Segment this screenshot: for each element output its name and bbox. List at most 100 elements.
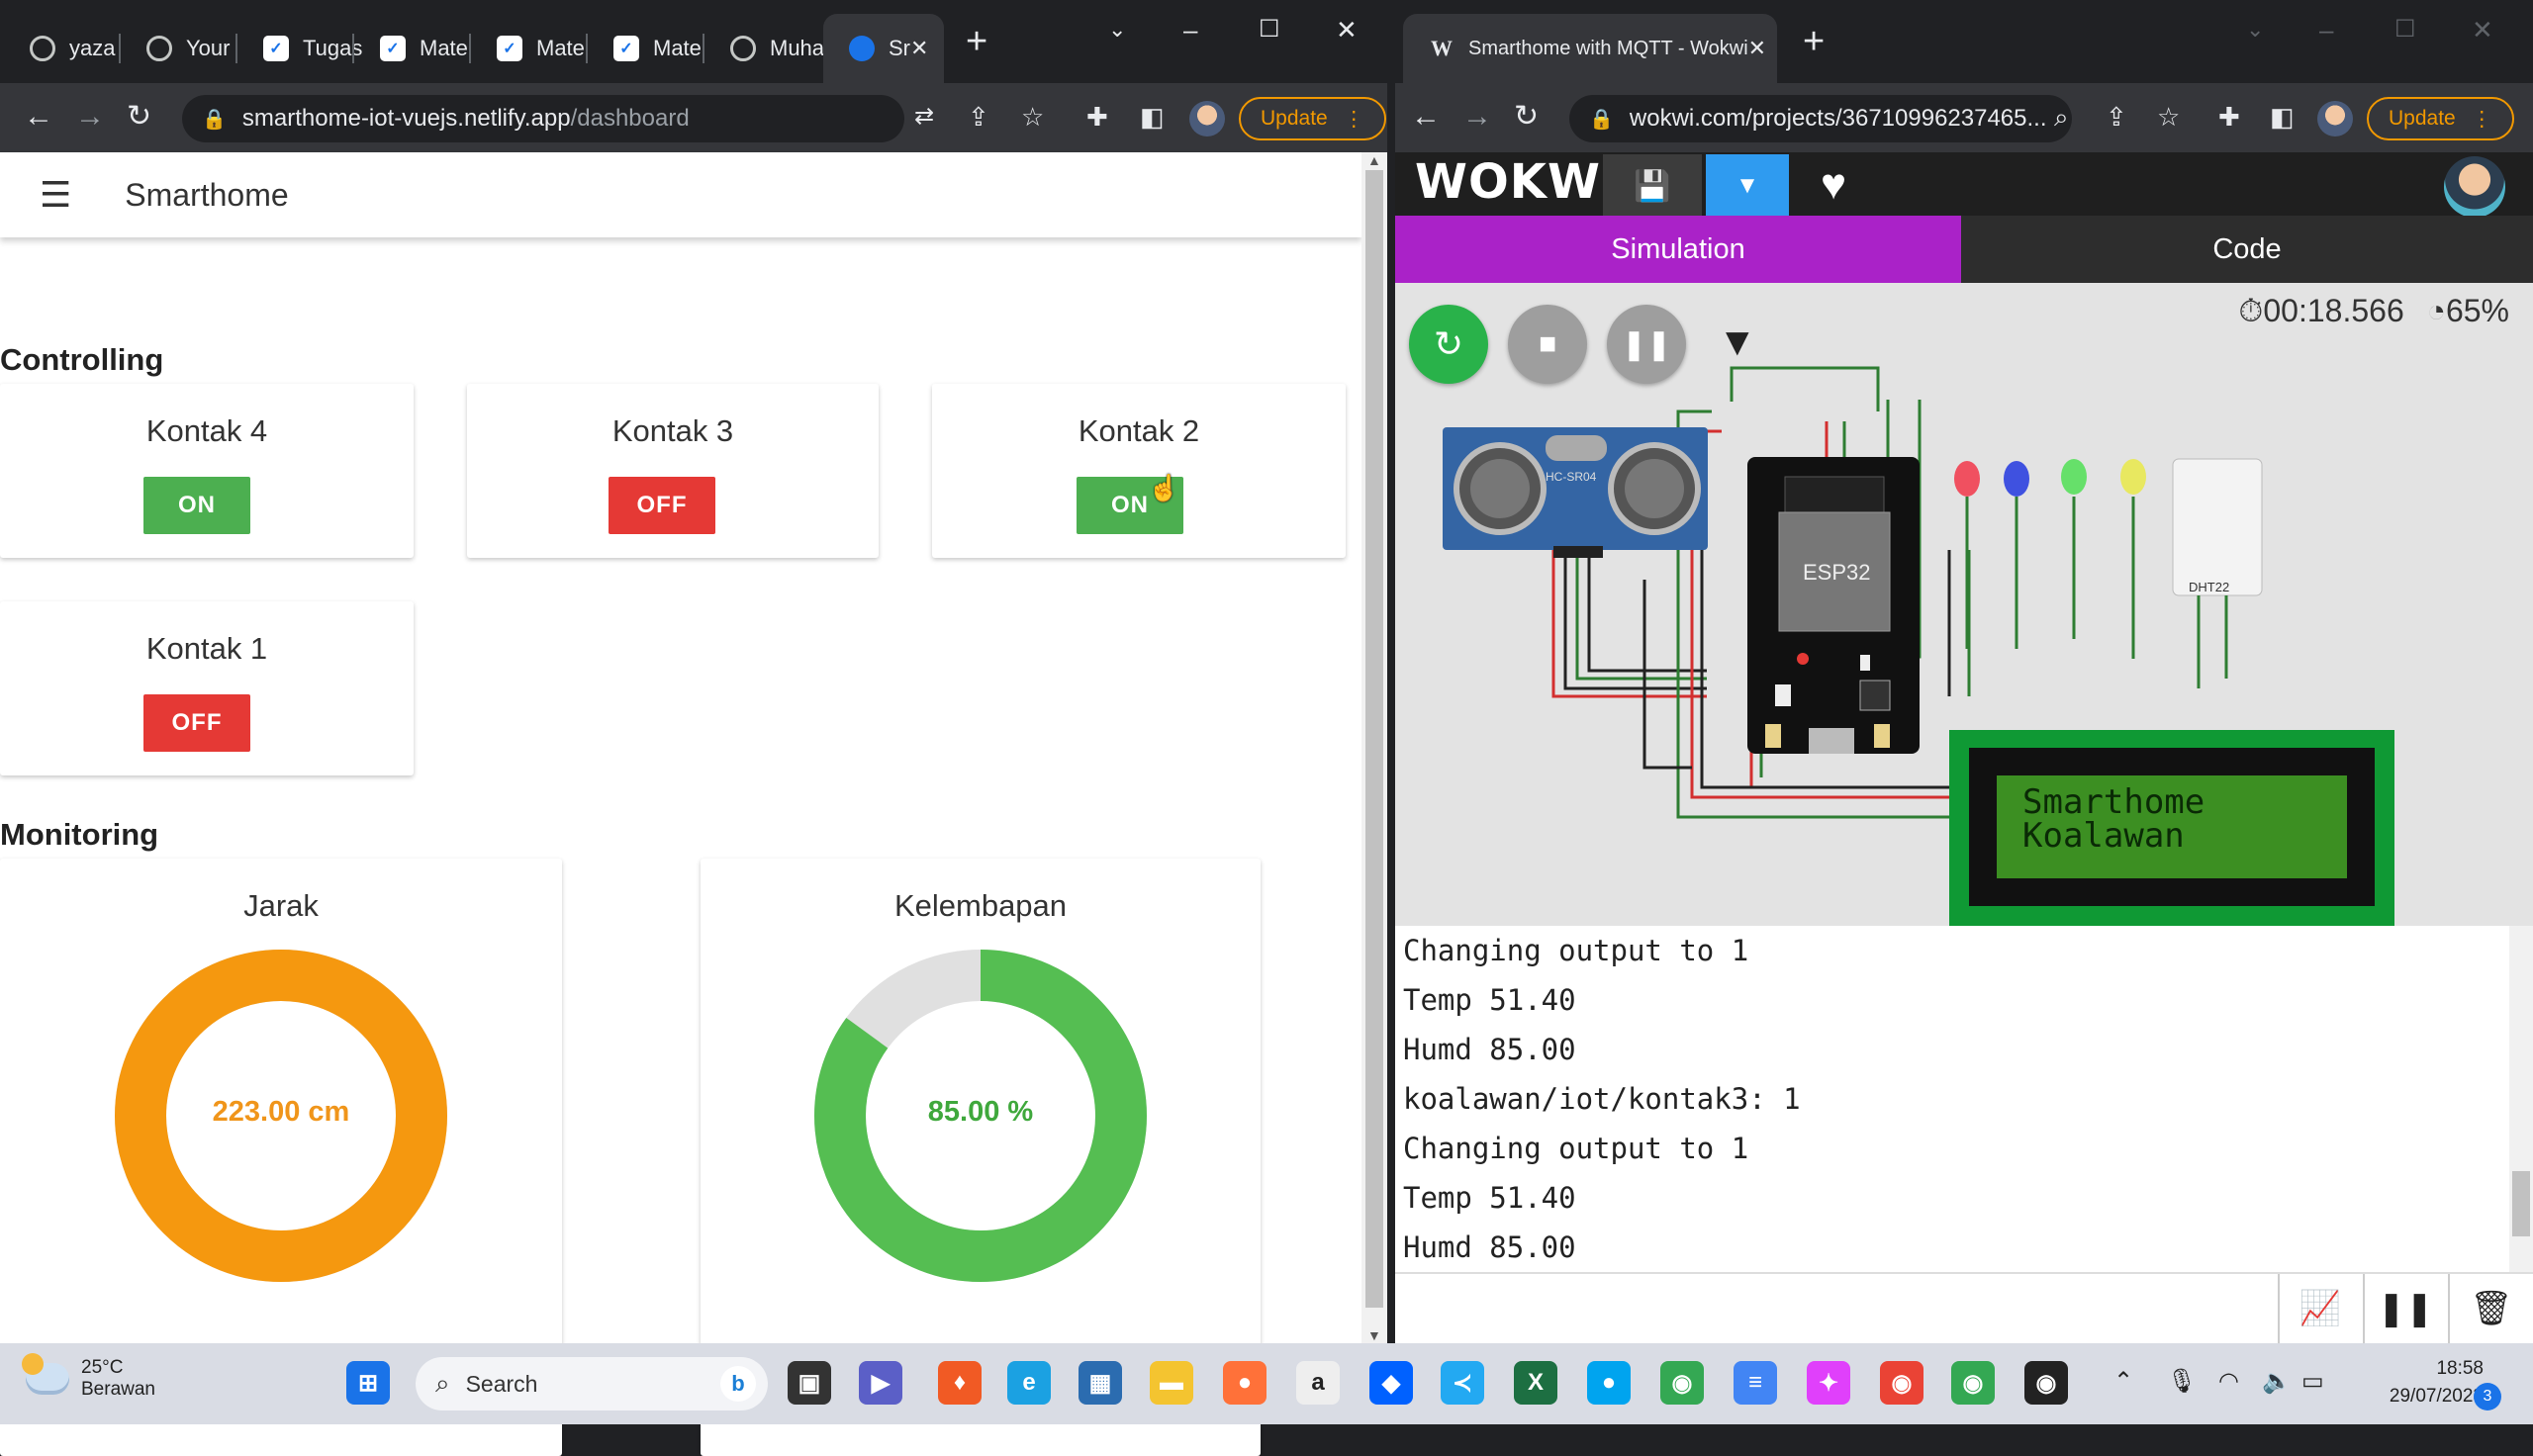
user-avatar[interactable] <box>2444 156 2505 218</box>
update-button[interactable]: Update⋮ <box>1239 97 1386 140</box>
profile-avatar[interactable] <box>1189 101 1225 136</box>
vscode-icon[interactable]: ≺ <box>1441 1361 1484 1405</box>
chrome-icon[interactable]: ◉ <box>1660 1361 1704 1405</box>
red-led[interactable] <box>1954 461 1980 497</box>
dht22-sensor[interactable] <box>2172 458 2263 596</box>
share-icon[interactable]: ⇪ <box>968 102 989 132</box>
stop-button[interactable]: ■ <box>1508 305 1587 384</box>
scroll-thumb[interactable] <box>1365 170 1383 1308</box>
brave-icon[interactable]: ♦ <box>938 1361 982 1405</box>
firefox-icon[interactable]: ● <box>1223 1361 1266 1405</box>
pause-console-button[interactable]: ❚❚ <box>2363 1274 2446 1343</box>
browser-tab[interactable]: Muha <box>704 14 824 83</box>
pause-button[interactable]: ❚❚ <box>1607 305 1686 384</box>
scroll-down-icon[interactable]: ▼ <box>1367 1327 1381 1343</box>
close-tab-icon[interactable]: ✕ <box>910 36 929 60</box>
plotter-button[interactable]: 📈 <box>2278 1274 2361 1343</box>
tray-overflow-icon[interactable]: ⌃ <box>2113 1368 2134 1395</box>
tab-search-icon[interactable]: ⌄ <box>1108 17 1127 42</box>
microphone-icon[interactable]: 🎙 <box>2167 1368 2198 1395</box>
app-icon[interactable]: ● <box>1587 1361 1631 1405</box>
yellow-led[interactable] <box>2120 459 2146 495</box>
clear-console-button[interactable]: 🗑 <box>2448 1274 2533 1343</box>
side-panel-icon[interactable]: ◧ <box>2270 102 2295 132</box>
green-led[interactable] <box>2061 459 2087 495</box>
tab-simulation[interactable]: Simulation <box>1395 216 1961 283</box>
extensions-icon[interactable]: ✚ <box>1086 102 1108 132</box>
reload-icon[interactable]: ↻ <box>1514 100 1540 133</box>
wifi-tray-icon[interactable]: ◠ <box>2218 1368 2239 1395</box>
save-dropdown-button[interactable]: ▼ <box>1706 154 1789 218</box>
volume-icon[interactable]: 🔈 <box>2262 1368 2292 1395</box>
bookmark-star-icon[interactable]: ☆ <box>2157 102 2181 132</box>
close-window-button[interactable]: ✕ <box>2472 15 2493 45</box>
notepad-icon[interactable]: ≡ <box>1734 1361 1777 1405</box>
edge-icon[interactable]: e <box>1007 1361 1051 1405</box>
teams-chat-icon[interactable]: ▶ <box>859 1361 902 1405</box>
browser-tab[interactable]: ✓Tugas <box>237 14 362 83</box>
toggle-button-kontak-4[interactable]: ON <box>143 477 250 534</box>
share-icon[interactable]: ⇪ <box>2106 102 2127 132</box>
maximize-button[interactable]: ☐ <box>2394 16 2416 43</box>
start-windows-icon[interactable]: ⊞ <box>346 1361 390 1405</box>
maximize-button[interactable]: ☐ <box>1259 16 1280 43</box>
zoom-icon[interactable]: ⌕ <box>2054 102 2069 132</box>
extensions-icon[interactable]: ✚ <box>2218 102 2240 132</box>
back-icon[interactable]: ← <box>24 100 53 133</box>
store-icon[interactable]: ▦ <box>1079 1361 1122 1405</box>
translate-icon[interactable]: ⇄ <box>914 103 935 130</box>
back-icon[interactable]: ← <box>1411 100 1441 133</box>
excel-icon[interactable]: X <box>1514 1361 1557 1405</box>
profile-avatar[interactable] <box>2317 101 2353 136</box>
serial-input[interactable] <box>1395 1274 2278 1343</box>
wokwi-logo[interactable]: WOKWi <box>1415 154 1619 210</box>
save-button[interactable]: 💾 <box>1603 154 1702 218</box>
reload-icon[interactable]: ↻ <box>127 100 152 133</box>
browser-tab[interactable]: ✓Mate <box>354 14 471 83</box>
page-scrollbar[interactable]: ▲ ▼ <box>1361 152 1387 1343</box>
chrome-profile-icon[interactable]: ◉ <box>1880 1361 1923 1405</box>
console-scrollbar[interactable] <box>2509 926 2533 1272</box>
blue-led[interactable] <box>2004 461 2029 497</box>
close-window-button[interactable]: ✕ <box>1336 15 1358 45</box>
forward-icon[interactable]: → <box>75 100 105 133</box>
toggle-button-kontak-3[interactable]: OFF <box>609 477 715 534</box>
app-icon[interactable]: ◉ <box>2024 1361 2068 1405</box>
address-bar[interactable]: 🔒 smarthome-iot-vuejs.netlify.app/dashbo… <box>182 95 904 142</box>
scroll-up-icon[interactable]: ▲ <box>1367 152 1381 168</box>
weather-widget[interactable]: 25°C Berawan <box>22 1353 155 1401</box>
minimize-button[interactable]: – <box>2319 15 2334 45</box>
browser-tab-active[interactable]: Sr✕ <box>823 14 944 83</box>
address-bar[interactable]: 🔒 wokwi.com/projects/36710996237465... <box>1569 95 2072 142</box>
taskbar-clock[interactable]: 18:58 29/07/2023 <box>2345 1355 2484 1410</box>
file-explorer-icon[interactable]: ▬ <box>1150 1361 1193 1405</box>
simulation-canvas[interactable]: ↻ ■ ❚❚ ▼ ⏱00:18.566 ◔65% <box>1395 283 2533 928</box>
new-tab-button[interactable]: + <box>1803 21 1826 62</box>
dropbox-icon[interactable]: ◆ <box>1369 1361 1413 1405</box>
browser-tab[interactable]: Your <box>121 14 237 83</box>
heart-icon[interactable]: ♥ <box>1821 160 1847 209</box>
side-panel-icon[interactable]: ◧ <box>1140 102 1165 132</box>
app-icon[interactable]: ✦ <box>1807 1361 1850 1405</box>
battery-icon[interactable]: ▭ <box>2301 1368 2324 1395</box>
browser-tab[interactable]: yaza <box>4 14 121 83</box>
restart-button[interactable]: ↻ <box>1409 305 1488 384</box>
taskbar-search[interactable]: ⌕ Search b <box>416 1357 768 1410</box>
task-view-icon[interactable]: ▣ <box>788 1361 831 1405</box>
forward-icon[interactable]: → <box>1462 100 1492 133</box>
toggle-button-kontak-2[interactable]: ON <box>1077 477 1183 534</box>
toggle-button-kontak-1[interactable]: OFF <box>143 694 250 752</box>
new-tab-button[interactable]: + <box>966 21 988 62</box>
tab-search-icon[interactable]: ⌄ <box>2246 17 2265 42</box>
lcd-display[interactable]: Smarthome Koalawan <box>1949 730 2394 928</box>
browser-tab[interactable]: ✓Mate <box>471 14 588 83</box>
update-button[interactable]: Update⋮ <box>2367 97 2514 140</box>
hamburger-menu-icon[interactable]: ☰ <box>40 174 72 215</box>
browser-tab[interactable]: ✓Mate <box>588 14 704 83</box>
tab-code[interactable]: Code <box>1961 216 2533 283</box>
close-tab-icon[interactable]: ✕ <box>1747 36 1767 60</box>
minimize-button[interactable]: – <box>1183 15 1198 45</box>
notification-badge[interactable]: 3 <box>2474 1383 2501 1410</box>
scroll-thumb[interactable] <box>2512 1171 2530 1236</box>
